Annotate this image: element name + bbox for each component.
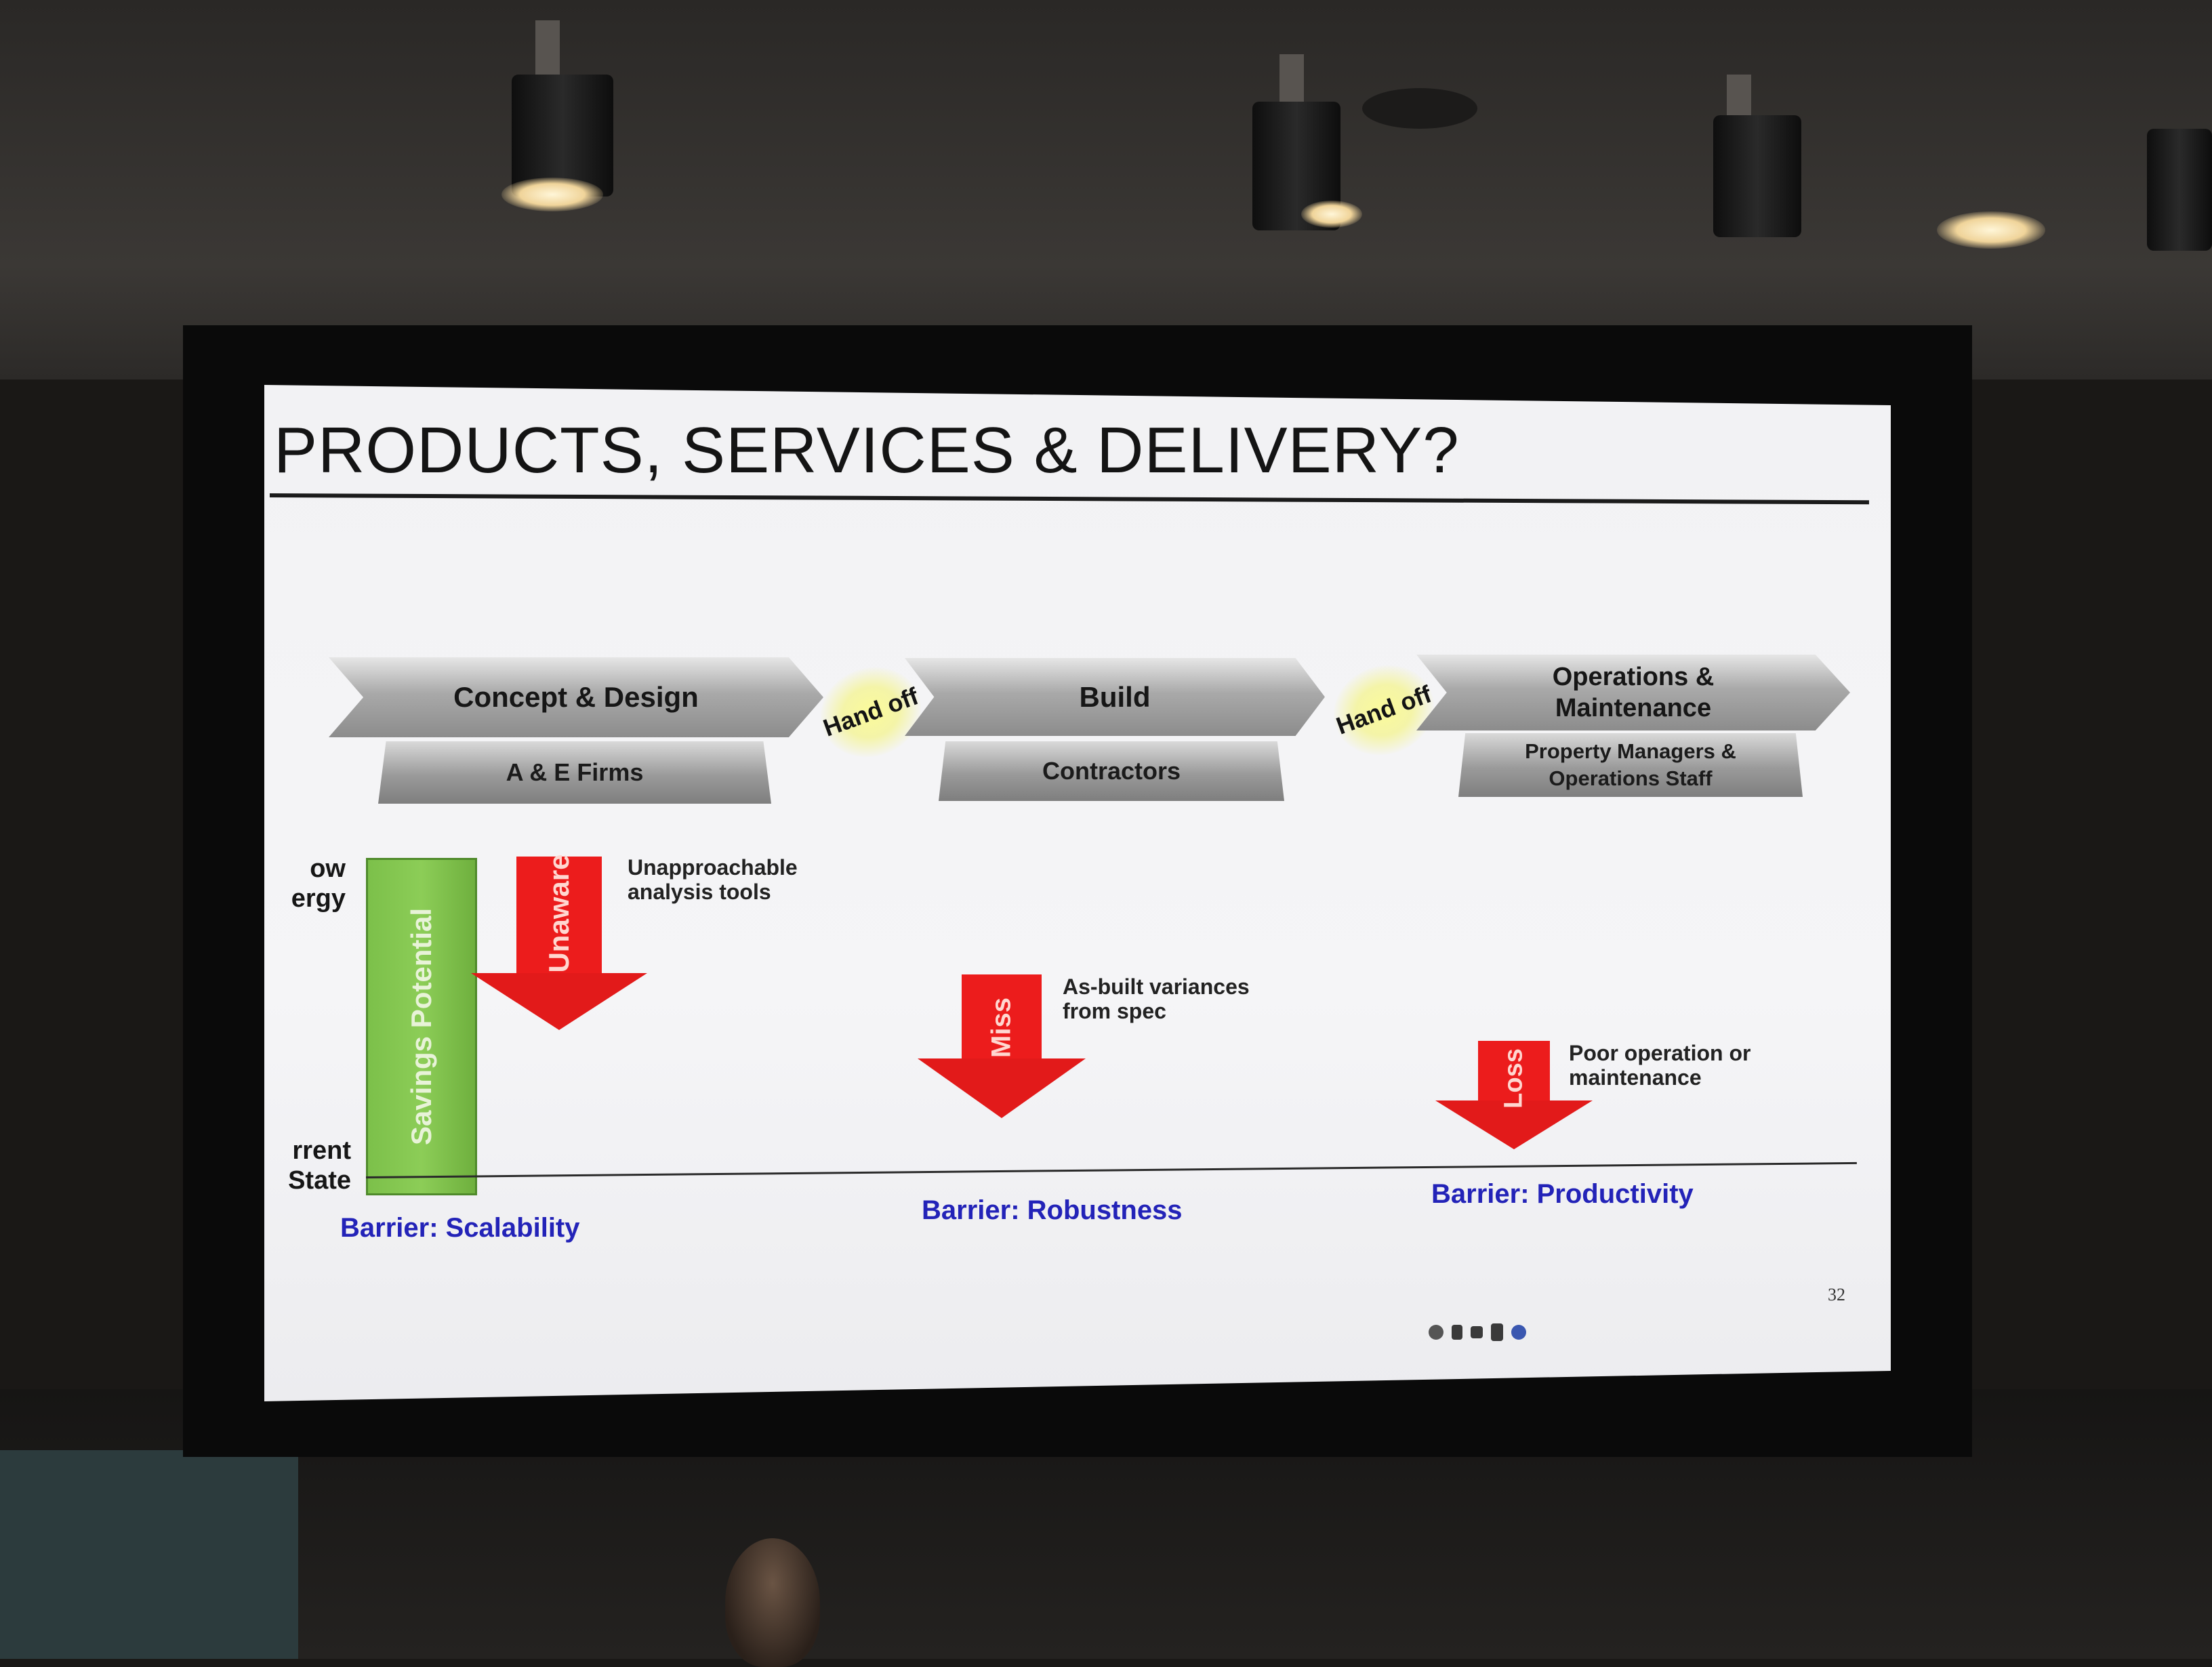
current-state-baseline bbox=[365, 1161, 1857, 1178]
axis-label-current-state: rrent State bbox=[288, 1136, 351, 1195]
phase-chevron-concept-design: Concept & Design bbox=[329, 657, 823, 737]
savings-potential-label: Savings Potential bbox=[405, 907, 437, 1146]
barrier-productivity: Barrier: Productivity bbox=[1431, 1179, 1694, 1209]
ceiling-vent bbox=[1362, 88, 1477, 129]
slide-page-number: 32 bbox=[1828, 1285, 1845, 1304]
savings-potential-bar: Savings Potential bbox=[366, 858, 477, 1195]
role-label: Contractors bbox=[1042, 757, 1181, 785]
axis-label-low-energy: ow ergy bbox=[291, 855, 346, 913]
handoff-label: Hand off bbox=[819, 682, 922, 742]
phase-label: Operations & Maintenance bbox=[1552, 663, 1715, 722]
stop-icon bbox=[1471, 1326, 1483, 1338]
role-box-ae-firms: A & E Firms bbox=[378, 741, 771, 804]
previous-icon bbox=[1429, 1325, 1443, 1340]
next-icon bbox=[1511, 1325, 1526, 1340]
role-label: Property Managers & Operations Staff bbox=[1525, 739, 1736, 790]
wall-panel bbox=[0, 1450, 298, 1659]
miss-label: Miss bbox=[986, 997, 1017, 1058]
miss-note: As-built variances from spec bbox=[1063, 974, 1250, 1023]
role-box-contractors: Contractors bbox=[939, 741, 1284, 801]
projected-slide: PRODUCTS, SERVICES & DELIVERY? Concept &… bbox=[264, 385, 1891, 1401]
role-box-property-managers: Property Managers & Operations Staff bbox=[1458, 733, 1803, 797]
unaware-arrow: Unaware bbox=[471, 854, 647, 1030]
ceiling bbox=[0, 0, 2212, 379]
barrier-robustness: Barrier: Robustness bbox=[922, 1195, 1183, 1225]
loss-label: Loss bbox=[1499, 1048, 1528, 1109]
slide-title: PRODUCTS, SERVICES & DELIVERY? bbox=[274, 414, 1460, 487]
handoff-marker-2: Hand off bbox=[1321, 651, 1447, 769]
unaware-note: Unapproachable analysis tools bbox=[628, 855, 798, 904]
pause-icon bbox=[1452, 1325, 1462, 1340]
slide-icon bbox=[1491, 1323, 1503, 1341]
phase-chevron-build: Build bbox=[905, 658, 1325, 736]
barrier-scalability: Barrier: Scalability bbox=[340, 1213, 580, 1243]
loss-note: Poor operation or maintenance bbox=[1569, 1041, 1751, 1090]
miss-arrow: Miss bbox=[918, 974, 1086, 1119]
loss-arrow: Loss bbox=[1435, 1041, 1593, 1151]
phase-chevron-operations-maintenance: Operations & Maintenance bbox=[1416, 655, 1850, 730]
phase-label: Concept & Design bbox=[453, 681, 699, 713]
audience-head bbox=[725, 1538, 820, 1667]
title-underline bbox=[269, 493, 1869, 505]
presentation-controls bbox=[1429, 1323, 1526, 1341]
unaware-label: Unaware bbox=[543, 854, 575, 973]
role-label: A & E Firms bbox=[506, 758, 644, 786]
phase-label: Build bbox=[1079, 680, 1151, 713]
